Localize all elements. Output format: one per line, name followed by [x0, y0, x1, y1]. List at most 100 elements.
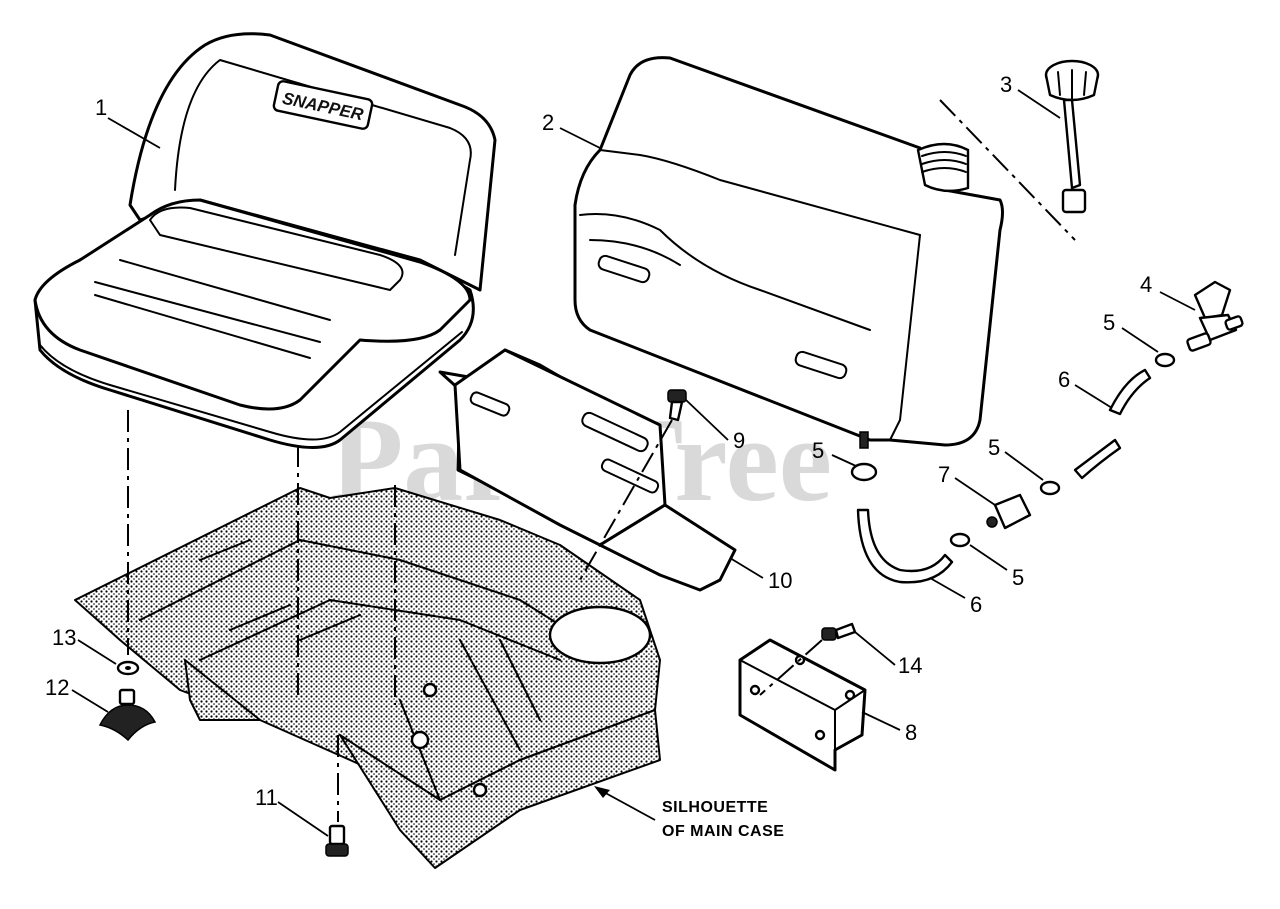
fuel-valve-handle	[1193, 280, 1232, 320]
fuel-line-middle	[1073, 438, 1122, 480]
seat-bolt-head	[667, 389, 687, 403]
bracket-bolt-head	[821, 627, 837, 641]
fuel-cap	[1044, 59, 1100, 214]
main-case-hole-1	[410, 730, 430, 750]
callout-5-tank-outlet: 5	[812, 438, 824, 463]
bracket-bolt	[821, 622, 857, 641]
assembly-line-cap	[939, 99, 1076, 241]
fuel-tank-contour	[579, 213, 871, 331]
fuel-filter-nipple	[986, 516, 998, 528]
seat-groove-2	[94, 281, 321, 343]
mounting-bracket	[738, 638, 867, 772]
hose-clamp-4	[949, 532, 971, 548]
leader-caption	[599, 789, 656, 821]
leader-14	[854, 631, 896, 666]
seat-well	[149, 206, 404, 291]
fuel-tank-side-edge	[889, 234, 921, 441]
fuel-tank-neck-thread-3	[921, 167, 967, 173]
fuel-tank-recess-1	[597, 254, 651, 284]
main-case-inner-edge	[139, 539, 601, 651]
seat-cushion	[33, 198, 472, 411]
fuel-cap-ribs	[1057, 69, 1087, 101]
seat-brand-badge	[272, 80, 374, 130]
callout-14: 14	[898, 653, 922, 678]
leader-13	[77, 639, 117, 665]
mounting-bracket-hole-1	[749, 684, 761, 696]
leader-9	[685, 399, 729, 441]
leader-11	[277, 801, 329, 837]
seat-knob	[98, 688, 157, 742]
callout-5-filter-lower: 5	[1012, 565, 1024, 590]
seat-bracket-slot-1	[469, 391, 511, 417]
leader-5c	[1004, 451, 1044, 481]
seat-bolt	[667, 389, 687, 422]
main-case-rib-3	[499, 639, 541, 721]
case-bolt-head	[325, 843, 349, 857]
callout-2: 2	[542, 110, 554, 135]
fuel-lines	[856, 368, 1152, 584]
fuel-filter-body	[993, 493, 1032, 530]
hose-clamp-1	[1154, 352, 1176, 368]
assembly-lines	[127, 99, 1076, 822]
seat: SNAPPER	[33, 32, 497, 449]
fuel-tank-outlet	[859, 431, 869, 449]
fuel-valve	[1186, 280, 1244, 352]
fuel-line-upper	[1108, 368, 1152, 416]
washer	[116, 660, 140, 676]
seat-knob-body	[98, 704, 157, 742]
fuel-tank-body	[573, 56, 1004, 447]
leader-5b	[831, 454, 857, 467]
fuel-tank-top-edge	[599, 149, 921, 236]
callout-5-valve: 5	[1103, 310, 1115, 335]
mounting-bracket-hole-4	[844, 689, 856, 701]
seat-bolt-shank	[668, 400, 684, 422]
mounting-bracket-body	[738, 638, 867, 772]
main-case-front	[339, 709, 661, 869]
leader-12	[71, 689, 109, 713]
main-case-silhouette	[74, 487, 661, 869]
mounting-bracket-hole-2	[814, 729, 826, 741]
callout-11: 11	[255, 785, 278, 810]
seat-bracket-channel	[598, 503, 737, 592]
callout-10: 10	[768, 568, 792, 593]
callout-6-upper: 6	[1058, 367, 1070, 392]
leader-lines	[71, 89, 1196, 837]
callout-5-filter-upper: 5	[988, 435, 1000, 460]
hose-clamp-3	[1039, 480, 1061, 496]
fuel-tank-neck-thread-1	[921, 151, 967, 157]
seat-back	[128, 32, 497, 292]
fuel-valve-outlet	[1224, 315, 1244, 331]
seat-bracket-slot-3	[600, 458, 660, 494]
hose-clamps	[850, 352, 1176, 548]
main-case-slot-3	[299, 614, 361, 641]
fuel-line-lower	[856, 508, 954, 584]
main-case-left-flange	[184, 659, 261, 721]
fuel-filter	[986, 493, 1032, 530]
leader-6b	[929, 577, 966, 599]
leader-5a	[1121, 327, 1159, 353]
leader-7	[954, 477, 996, 506]
seat-back-panel	[174, 59, 472, 256]
main-case-hole-2	[472, 782, 488, 798]
leader-3	[1017, 89, 1061, 119]
case-bolt-shank	[328, 824, 346, 846]
callout-6-lower: 6	[970, 592, 982, 617]
callout-9: 9	[733, 428, 745, 453]
leader-8	[861, 711, 901, 731]
fuel-tank	[573, 56, 1004, 449]
silhouette-caption: SILHOUETTE OF MAIN CASE	[662, 799, 784, 840]
leader-4	[1159, 291, 1196, 311]
washer-hole	[125, 666, 131, 670]
seat-groove-3	[94, 294, 311, 359]
callout-3: 3	[1000, 72, 1012, 97]
leader-5d	[969, 544, 1008, 571]
callout-4: 4	[1140, 272, 1152, 297]
main-case-hole-3	[422, 682, 438, 698]
seat-knob-stud	[118, 688, 136, 706]
leader-10	[729, 557, 764, 579]
main-case-slot-2	[229, 604, 291, 631]
caption-line-1: SILHOUETTE	[662, 799, 768, 816]
callout-7: 7	[938, 462, 950, 487]
leader-1	[107, 117, 161, 149]
